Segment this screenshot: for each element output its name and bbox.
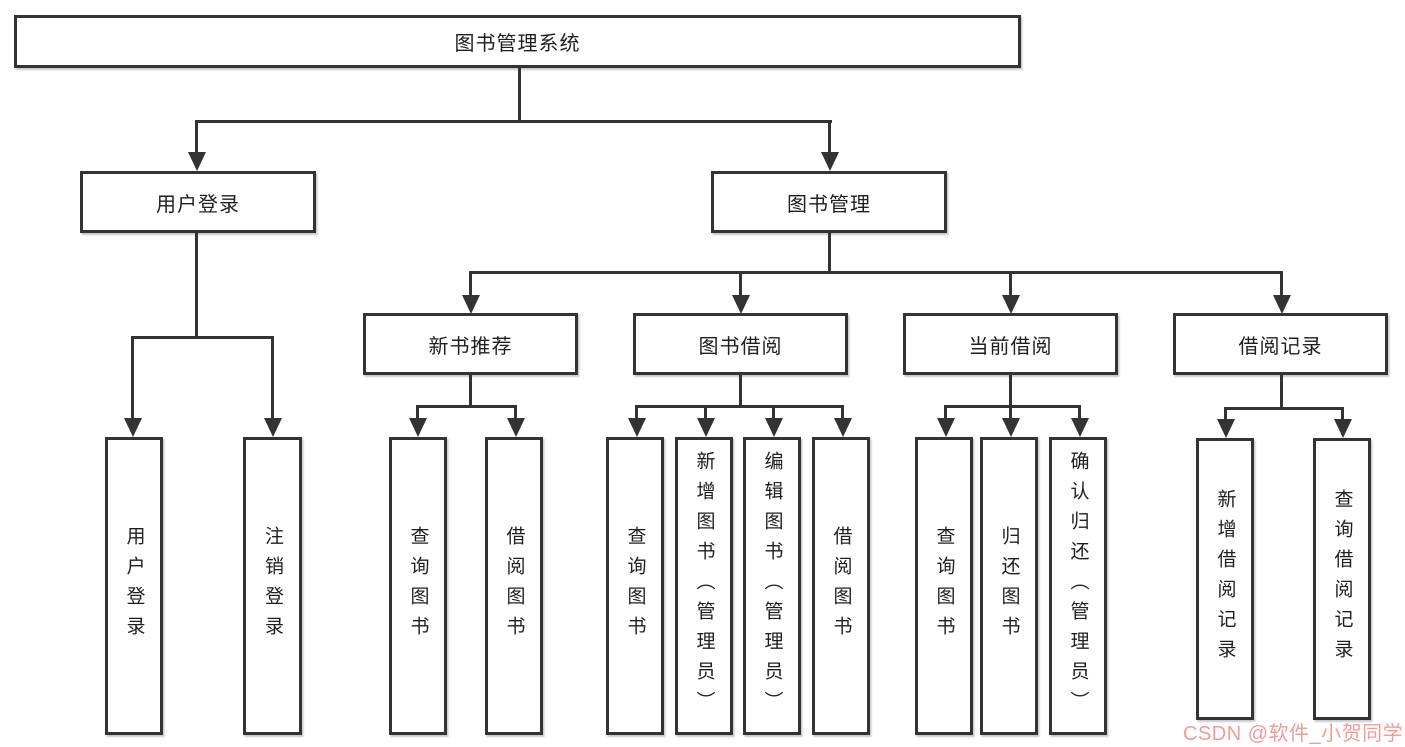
arrowhead-cb-return [1002,418,1020,437]
edge-to-user-login [195,120,198,154]
node-current-borrowing: 当前借阅 [903,313,1118,375]
edge-to-cb-return [1009,405,1012,420]
edge-to-book-borrow [739,271,742,297]
arrowhead-nbr-borrow [507,418,525,437]
node-nbr-query-books: 查询图书 [389,437,447,735]
node-br-add-record: 新增借阅记录 [1196,438,1254,720]
arrowhead-book-borrow [732,295,750,314]
edge-borrow-records-stem [1280,375,1283,410]
edge-to-cb-query [944,405,947,420]
arrowhead-cb-confirm [1071,418,1089,437]
node-bb-query-books: 查询图书 [606,437,664,735]
arrowhead-borrow-records [1273,295,1291,314]
arrowhead-current-borrow [1002,295,1020,314]
arrowhead-bb-borrow [834,418,852,437]
edge-to-book-management [828,120,831,154]
edge-to-bb-edit [772,405,775,420]
edge-book-borrow-stem [739,375,742,408]
edge-root-branch [195,120,832,123]
edge-borrow-records-branch [1224,407,1344,410]
edge-to-current-borrow [1009,271,1012,297]
edge-root-stem [518,68,521,121]
csdn-watermark: CSDN @软件_小贺同学 [1183,723,1404,745]
arrowhead-user-login [188,152,206,171]
node-br-query-record: 查询借阅记录 [1313,438,1371,720]
node-bb-borrow-books: 借阅图书 [812,437,870,735]
edge-to-br-add [1224,407,1227,421]
edge-book-borrow-branch [635,405,844,408]
arrowhead-nbr-query [409,418,427,437]
arrowhead-br-add [1217,419,1235,438]
node-user-login: 用户登录 [80,171,316,233]
edge-to-bb-borrow [841,405,844,420]
node-nbr-borrow-books: 借阅图书 [485,437,543,735]
edge-book-management-branch [469,271,1283,274]
arrowhead-bb-add [697,418,715,437]
node-book-management: 图书管理 [711,171,947,233]
arrowhead-cb-query [937,418,955,437]
arrowhead-bb-query [628,418,646,437]
arrowhead-logout [264,418,282,437]
node-cb-return-books: 归还图书 [980,437,1038,735]
node-library-management-system: 图书管理系统 [14,15,1021,68]
node-cb-confirm-return-admin: 确认归还（管理员） [1049,437,1107,735]
node-book-borrowing: 图书借阅 [633,313,848,375]
arrowhead-login [124,418,142,437]
edge-to-bb-add [704,405,707,420]
edge-to-cb-confirm [1078,405,1081,420]
edge-to-nbr-borrow [514,405,517,420]
edge-to-logout [271,336,274,421]
arrowhead-bb-edit [765,418,783,437]
edge-to-bb-query [635,405,638,420]
node-bb-edit-books-admin: 编辑图书（管理员） [743,437,801,735]
edge-to-br-query [1341,407,1344,421]
node-cb-query-books: 查询图书 [915,437,973,735]
edge-current-borrow-stem [1009,375,1012,408]
node-bb-add-books-admin: 新增图书（管理员） [675,437,733,735]
arrowhead-new-book-rec [462,295,480,314]
edge-new-book-rec-branch [416,405,517,408]
edge-to-borrow-records [1280,271,1283,297]
edge-current-borrow-branch [944,405,1081,408]
edge-new-book-rec-stem [469,375,472,408]
arrowhead-book-management [821,152,839,171]
edge-book-management-stem [828,233,831,274]
edge-to-login [131,336,134,421]
node-login: 用户登录 [105,437,163,735]
node-logout: 注销登录 [243,437,302,735]
edge-to-new-book-rec [469,271,472,297]
arrowhead-br-query [1334,419,1352,438]
edge-user-login-stem [195,233,198,339]
node-borrowing-records: 借阅记录 [1173,313,1388,375]
edge-user-login-branch [131,336,274,339]
edge-to-nbr-query [416,405,419,420]
node-new-book-recommendation: 新书推荐 [363,313,578,375]
